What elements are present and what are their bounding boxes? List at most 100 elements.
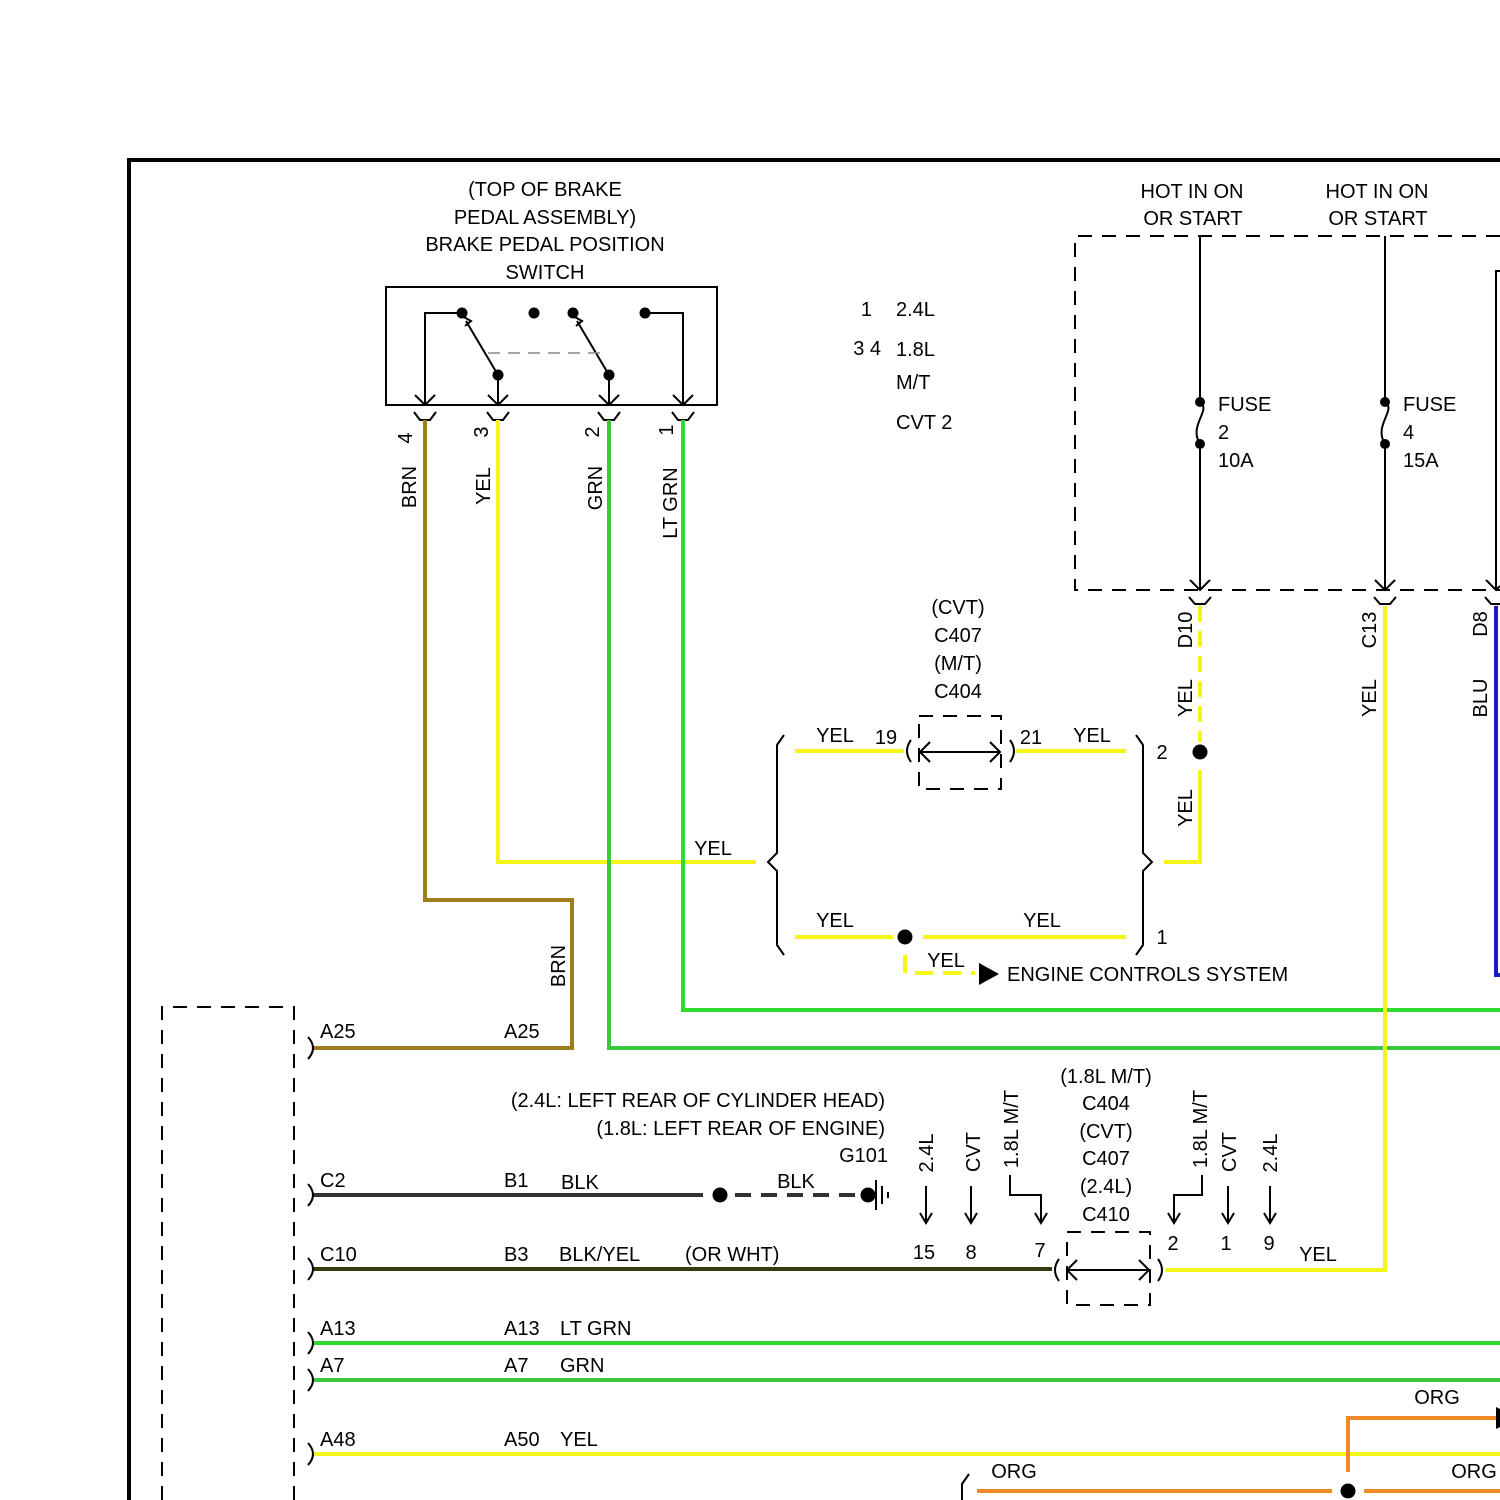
fuse-2-icon[interactable] <box>1197 402 1204 444</box>
switch-internal-wire <box>425 313 462 405</box>
variant-label: 2.4L <box>1260 1134 1282 1173</box>
variant-label: 2.4L <box>916 1134 938 1173</box>
power-label: HOT IN ON <box>1141 181 1244 203</box>
switch-title-line: PEDAL ASSEMBLY) <box>454 207 636 229</box>
splice-node <box>1193 745 1208 760</box>
module-pin: A25 <box>320 1021 356 1043</box>
wire-blu-d8[interactable] <box>1496 606 1500 975</box>
wire-color-label: ORG <box>1414 1387 1460 1409</box>
connector-label: C410 <box>1082 1204 1130 1226</box>
wire-color-label: YEL <box>694 838 732 860</box>
legend-value: CVT 2 <box>896 412 952 434</box>
terminal-cap <box>308 1258 313 1280</box>
pin-number: 15 <box>913 1242 935 1264</box>
variant-label: 1.8L M/T <box>1001 1090 1023 1168</box>
destination-label[interactable]: ENGINE CONTROLS SYSTEM <box>1007 964 1288 986</box>
org-circuit: ORG ORG ORG <box>962 1387 1500 1500</box>
module-pin: A13 <box>320 1318 356 1340</box>
arrow-down-icon <box>1168 1175 1202 1223</box>
harness-pin: A13 <box>504 1318 540 1340</box>
variant-legend: 1 2.4L 3 4 1.8L M/T CVT 2 <box>853 299 952 434</box>
wire-color-label: YEL <box>816 725 854 747</box>
switch-title-line: (TOP OF BRAKE <box>468 179 622 201</box>
arrow-down-icon <box>965 1186 977 1223</box>
terminal-cap <box>1374 597 1396 604</box>
terminal-cap <box>414 412 436 420</box>
wire-color-label: YEL <box>1023 910 1061 932</box>
fuse-rating: 10A <box>1218 450 1254 472</box>
arrow-down-icon <box>920 1186 932 1223</box>
splice-bracket-right <box>1136 735 1152 955</box>
terminal-cap <box>308 1037 313 1059</box>
brake-pedal-position-switch[interactable]: (TOP OF BRAKE PEDAL ASSEMBLY) BRAKE PEDA… <box>386 179 717 539</box>
splice-node <box>1341 1484 1356 1499</box>
power-label: OR START <box>1328 208 1427 230</box>
module-pin: A48 <box>320 1429 356 1451</box>
ground-icon <box>876 1180 888 1210</box>
switch-contact <box>640 308 651 319</box>
pin-number: 2 <box>1156 742 1167 764</box>
fuse-number: 4 <box>1403 422 1414 444</box>
connector-c407-c404[interactable]: (CVT) C407 (M/T) C404 19 21 YEL YEL <box>816 597 1111 789</box>
fuse-number: 2 <box>1218 422 1229 444</box>
power-label: OR START <box>1143 208 1242 230</box>
wire-color-label: LT GRN <box>560 1318 632 1340</box>
pin-number: D8 <box>1470 611 1492 637</box>
engine-controls-link[interactable]: ENGINE CONTROLS SYSTEM <box>979 963 1288 986</box>
wire-color-label: YEL <box>560 1429 598 1451</box>
wire-color-label: ORG <box>991 1461 1037 1483</box>
connector-label: (CVT) <box>931 597 984 619</box>
pin-number: D10 <box>1175 612 1197 649</box>
wire-color-label: YEL <box>927 950 965 972</box>
connector-label: (CVT) <box>1079 1121 1132 1143</box>
harness-pin: B3 <box>504 1244 528 1266</box>
terminal-cap <box>598 412 620 420</box>
fuse-box: HOT IN ON OR START HOT IN ON OR START FU… <box>1075 181 1500 604</box>
terminal-cap <box>1485 597 1500 604</box>
switch-blade <box>577 321 609 375</box>
wire-color-label: LT GRN <box>660 467 682 539</box>
fuse-4-icon[interactable] <box>1382 402 1389 444</box>
harness-pin: A25 <box>504 1021 540 1043</box>
pin-arrow-icon <box>1486 580 1500 590</box>
module-outline <box>162 1007 294 1500</box>
wire-color-label: YEL <box>473 467 495 505</box>
wire-color-label: YEL <box>1073 725 1111 747</box>
switch-body <box>386 287 717 405</box>
wire-color-label: BLK/YEL <box>559 1244 640 1266</box>
legend-key: 1 <box>861 299 872 321</box>
power-label: HOT IN ON <box>1326 181 1429 203</box>
variant-label: CVT <box>963 1132 985 1172</box>
wire-yel-switch[interactable] <box>498 420 756 862</box>
wire-color-label: BLU <box>1470 679 1492 718</box>
connector-label: C404 <box>934 681 982 703</box>
terminal-cap <box>1189 597 1211 604</box>
pin-number: 1 <box>656 424 678 435</box>
pin-number: 7 <box>1034 1240 1045 1262</box>
fuse-label: FUSE <box>1218 394 1271 416</box>
terminal-cap <box>672 412 694 420</box>
wire-color-label: GRN <box>560 1355 604 1377</box>
legend-value: 2.4L <box>896 299 935 321</box>
legend-value: 1.8L <box>896 339 935 361</box>
diagram-frame <box>129 160 1500 1500</box>
wire-brn[interactable] <box>313 420 572 1048</box>
terminal-cap <box>487 412 509 420</box>
connector-label: C407 <box>934 625 982 647</box>
variant-label: CVT <box>1219 1132 1241 1172</box>
connector-label: C407 <box>1082 1148 1130 1170</box>
legend-value: M/T <box>896 372 930 394</box>
switch-internal-wire <box>645 313 683 405</box>
wire-color-label: ORG <box>1451 1461 1497 1483</box>
ground-location: (1.8L: LEFT REAR OF ENGINE) <box>596 1118 885 1140</box>
fuse-feed-line <box>1496 271 1500 590</box>
pin-number: 1 <box>1156 927 1167 949</box>
ground-location: (2.4L: LEFT REAR OF CYLINDER HEAD) <box>511 1090 885 1112</box>
terminal-cap <box>308 1184 313 1206</box>
wire-color-label: BLK <box>777 1171 815 1193</box>
switch-contact <box>529 308 540 319</box>
splice-bracket-left <box>768 735 784 955</box>
wire-grn[interactable] <box>609 420 1500 1048</box>
terminal-cap <box>308 1332 313 1354</box>
